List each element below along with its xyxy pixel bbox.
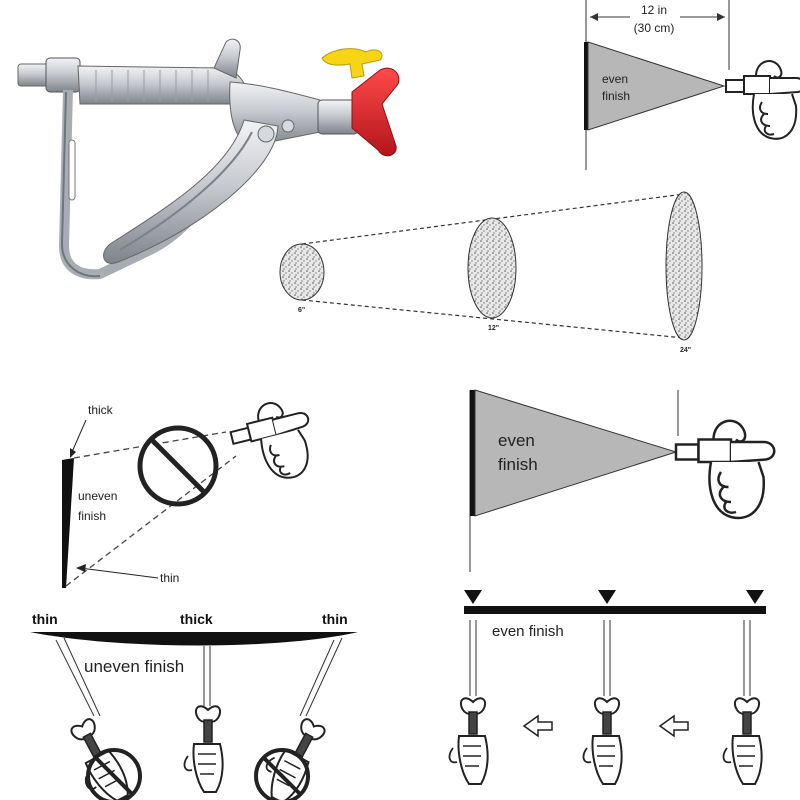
sweep-hand-gun-2: [582, 697, 623, 785]
arc-caption: uneven finish: [84, 657, 184, 676]
uneven-coat-band: [30, 632, 358, 646]
tip-guard-red: [351, 67, 400, 157]
prohibited-icon-left: [86, 748, 142, 800]
spray-gun-photo: [17, 38, 400, 280]
even-coat-bar: [464, 606, 766, 614]
cone-label-6: 6": [298, 307, 305, 314]
even-text-1: even: [498, 431, 535, 450]
label-thick: thick: [88, 403, 114, 417]
even-wall-line: [470, 390, 475, 516]
distance-label: 12 in: [641, 3, 667, 17]
cone-label-24: 24": [680, 347, 691, 354]
cone-label-12: 12": [488, 325, 499, 332]
even-text-2: finish: [498, 455, 538, 474]
uneven-text-2: finish: [78, 509, 106, 523]
pattern-12in: [467, 217, 517, 319]
tip-yellow: [321, 48, 383, 79]
fan-text-even: even: [602, 72, 628, 86]
sweep-caption: even finish: [492, 623, 564, 640]
arc-label-thick: thick: [180, 611, 213, 627]
tilted-gun-diagram: thick uneven finish thin: [62, 393, 323, 588]
arc-label-thin-right: thin: [322, 611, 348, 627]
gun-inlet-thread: [17, 63, 49, 87]
gun-top-fin: [213, 38, 241, 79]
sweep-hand-gun-3: [722, 697, 763, 785]
arc-label-thin-left: thin: [32, 611, 58, 627]
even-finish-diagram: even finish: [469, 389, 776, 572]
even-sweep-diagram: even finish: [448, 590, 766, 785]
fan-text-finish: finish: [602, 89, 630, 103]
pattern-24in: [665, 191, 703, 341]
hand-gun-center: [183, 705, 224, 793]
direction-arrow-left-1: [522, 714, 553, 738]
uneven-wall-wedge: [62, 458, 74, 588]
gun-trigger: [103, 119, 279, 264]
spray-fan-large: [474, 389, 678, 517]
distance-sub-label: (30 cm): [634, 21, 675, 35]
uneven-arc-diagram: thin thick thin uneven finish: [30, 611, 358, 800]
tilted-gun-icon: [224, 393, 323, 491]
even-gun-icon: [674, 419, 776, 520]
wall-line: [584, 42, 588, 130]
distance-diagram: 12 in (30 cm) even finish: [584, 0, 800, 170]
label-thin: thin: [160, 571, 179, 585]
direction-arrow-left-2: [658, 714, 689, 738]
spray-fan-small: [587, 41, 726, 131]
spray-cone-diagram: 6" 12" 24": [279, 191, 703, 354]
spray-gun-icon: [725, 60, 800, 140]
prohibited-icon: [137, 425, 219, 507]
sweep-hand-gun-1: [448, 697, 489, 785]
uneven-text-1: uneven: [78, 489, 117, 503]
prohibited-icon-right: [254, 748, 310, 800]
gun-inlet-nut: [45, 57, 81, 93]
pattern-6in: [279, 243, 325, 301]
